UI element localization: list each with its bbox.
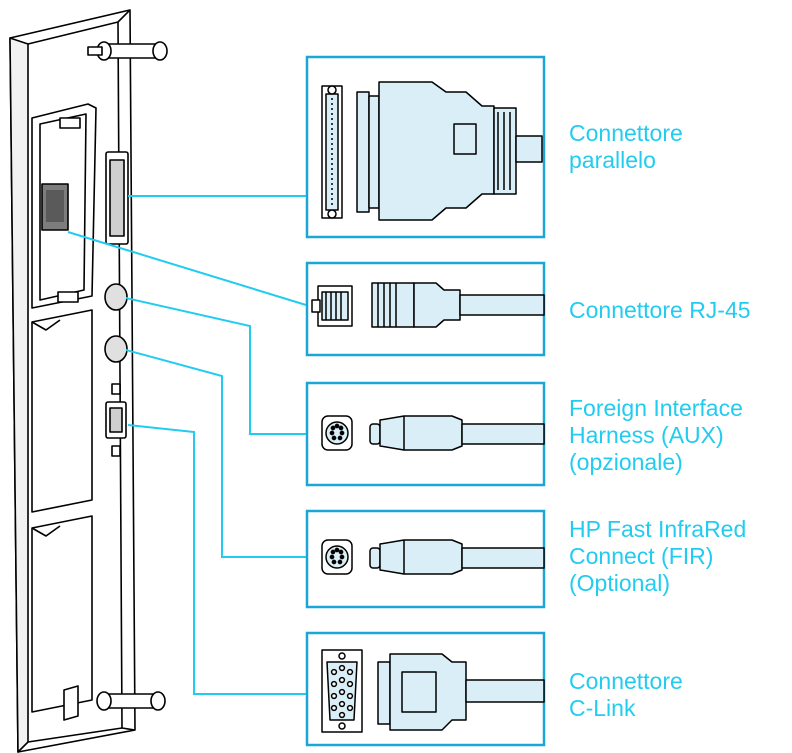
thumb-screw-bottom bbox=[96, 691, 166, 711]
panel-parallel-port bbox=[105, 151, 129, 245]
db15-connector-icon bbox=[321, 649, 545, 733]
label-line: Connettore bbox=[569, 668, 683, 694]
leader-aux bbox=[125, 297, 306, 435]
label-line: Foreign Interface bbox=[569, 395, 743, 421]
label-line: Connect (FIR) bbox=[569, 543, 714, 569]
leader-lines bbox=[67, 195, 307, 695]
label-aux-connector: Foreign Interface Harness (AUX) (opziona… bbox=[569, 395, 743, 476]
io-card-bracket bbox=[31, 103, 97, 309]
label-clink-connector: Connettore C-Link bbox=[569, 668, 683, 722]
leader-clink bbox=[127, 424, 306, 695]
slot-cover-lower bbox=[31, 515, 93, 713]
label-line: C-Link bbox=[569, 695, 636, 721]
label-line: (Optional) bbox=[569, 570, 670, 596]
label-line: parallelo bbox=[569, 147, 656, 173]
label-line: Harness (AUX) bbox=[569, 422, 724, 448]
leader-fir bbox=[125, 349, 306, 558]
parallel-connector-icon bbox=[321, 81, 543, 221]
mini-din-connector-icon bbox=[321, 415, 545, 451]
panel-aux-port bbox=[104, 283, 128, 311]
mini-din-connector-icon bbox=[321, 539, 545, 575]
leader-rj45 bbox=[67, 231, 307, 306]
label-line: Connettore bbox=[569, 120, 683, 146]
printer-back-panel bbox=[9, 9, 168, 753]
label-line: Connettore RJ-45 bbox=[569, 297, 751, 323]
rj45-connector-icon bbox=[311, 282, 545, 328]
slot-cover-upper bbox=[31, 309, 93, 513]
label-fir-connector: HP Fast InfraRed Connect (FIR) (Optional… bbox=[569, 516, 746, 597]
label-rj45-connector: Connettore RJ-45 bbox=[569, 297, 751, 324]
label-line: (opzionale) bbox=[569, 449, 683, 475]
label-line: HP Fast InfraRed bbox=[569, 516, 747, 542]
panel-fir-port bbox=[104, 335, 128, 363]
thumb-screw-top bbox=[87, 41, 168, 61]
panel-clink-port bbox=[105, 383, 127, 457]
label-parallel-connector: Connettore parallelo bbox=[569, 120, 683, 174]
